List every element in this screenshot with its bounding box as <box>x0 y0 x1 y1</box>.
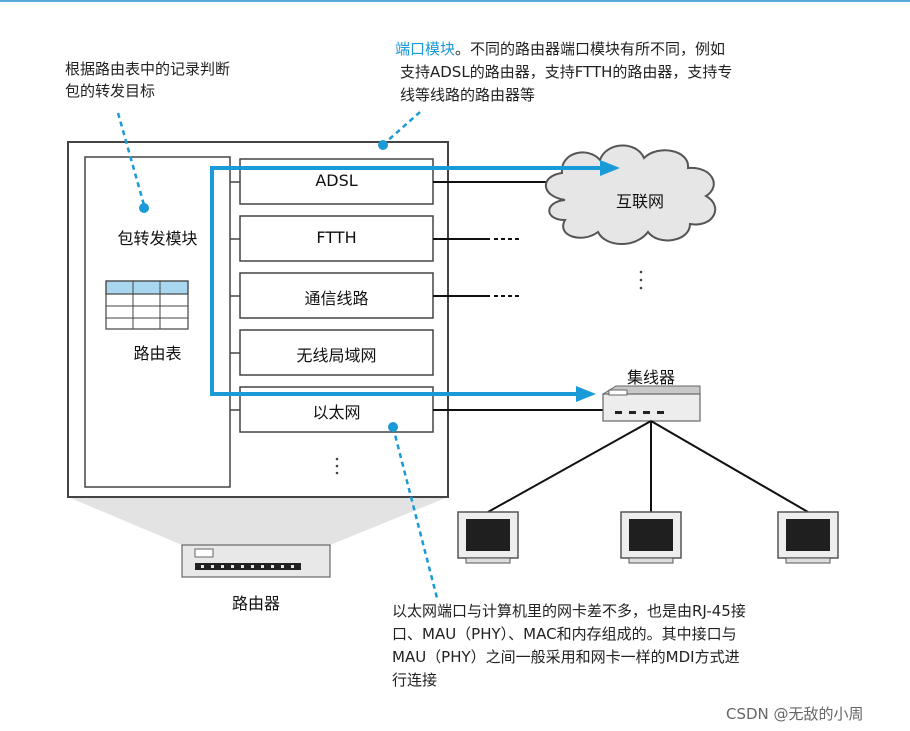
callout-dot-forwarding <box>139 203 149 213</box>
routing-table-icon <box>105 280 189 330</box>
computer-icon-1 <box>457 511 519 564</box>
port-line-box <box>239 272 434 319</box>
hub-link-pc1 <box>487 420 652 513</box>
port-label-line: 通信线路 <box>304 289 369 308</box>
more-networks-ellipsis <box>639 270 643 290</box>
ethernet-note-line4: 行连接 <box>392 671 438 689</box>
hub-device-icon <box>602 385 701 422</box>
router-zoom-funnel <box>68 497 448 545</box>
callout-leaders <box>116 111 439 599</box>
hub-link-pc3 <box>650 420 809 513</box>
port-wlan-box <box>239 329 434 376</box>
port-label-wlan: 无线局域网 <box>296 346 377 365</box>
arrowhead-to-internet <box>600 160 620 176</box>
internet-label: 互联网 <box>615 192 664 211</box>
ethernet-note-line3: MAU（PHY）之间一般采用和网卡一样的MDI方式进 <box>392 648 740 666</box>
forwarding-note-line1: 根据路由表中的记录判断 <box>65 60 231 78</box>
port-label-ethernet: 以太网 <box>312 403 361 422</box>
router-device-icon <box>181 544 331 578</box>
port-module-desc-line3: 线等线路的路由器等 <box>400 86 536 104</box>
port-module-desc-line2: 支持ADSL的路由器，支持FTTH的路由器，支持专 <box>400 63 733 81</box>
port-label-ftth: FTTH <box>316 228 357 247</box>
ethernet-note-line2: 口、MAU（PHY）、MAC和内存组成的。其中接口与 <box>392 625 737 643</box>
port-label-adsl: ADSL <box>315 171 358 190</box>
more-ports-ellipsis <box>335 457 339 475</box>
internet-cloud-icon <box>544 144 717 245</box>
forwarding-arrow <box>210 166 610 396</box>
port-module-title: 端口模块 <box>395 40 456 58</box>
packet-forwarding-module-label: 包转发模块 <box>117 229 198 248</box>
routing-table-label: 路由表 <box>133 344 182 363</box>
hub-label: 集线器 <box>626 368 675 387</box>
port-module-note-line1: 端口模块。不同的路由器端口模块有所不同，例如 <box>395 38 725 60</box>
callout-dot-ethernet <box>388 422 398 432</box>
router-label: 路由器 <box>231 594 280 613</box>
callout-dot-port-module <box>378 140 388 150</box>
computer-icon-2 <box>620 511 682 564</box>
watermark-text: CSDN @无敌的小周 <box>726 705 864 723</box>
computer-icon-3 <box>777 511 839 564</box>
packet-forwarding-module-box <box>84 156 231 488</box>
port-module-desc-line1: 。不同的路由器端口模块有所不同，例如 <box>455 40 726 58</box>
arrowhead-to-hub <box>576 386 596 402</box>
ethernet-note-line1: 以太网端口与计算机里的网卡差不多，也是由RJ-45接 <box>392 602 746 620</box>
forwarding-note-line2: 包的转发目标 <box>65 82 156 100</box>
